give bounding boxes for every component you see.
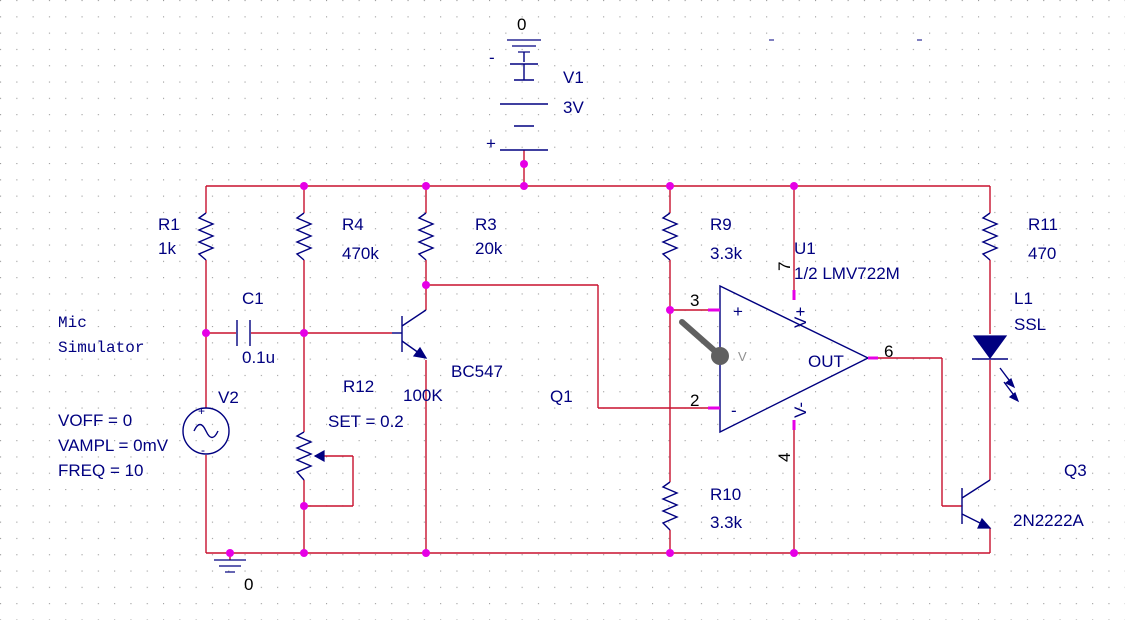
v2-plus-sign: + [198,404,205,418]
opamp-vneg-label: V- [791,402,810,418]
resistor-r9[interactable]: R9 3.3k [661,212,743,263]
opamp-plus-sign: + [733,302,743,321]
r3-name: R3 [475,215,497,234]
junction-nodes [202,160,798,557]
l1-name: L1 [1014,289,1033,308]
opamp-vpos-label: V+ [791,307,810,328]
r10-name: R10 [710,485,741,504]
r11-name: R11 [1028,215,1058,234]
opamp-out-label: OUT [808,352,844,371]
r10-value: 3.3k [710,513,743,532]
resistor-r3[interactable]: R3 20k [417,212,503,261]
q3-name: Q3 [1064,461,1087,480]
r12-value: 100K [403,386,443,405]
bottom-ground-label: 0 [244,575,253,594]
r12-name: R12 [343,377,374,396]
opamp-pin-6: 6 [884,342,893,361]
r4-value: 470k [342,244,379,263]
potentiometer-r12[interactable]: R12 100K SET = 0.2 [295,377,443,481]
pin-stubs [708,290,878,430]
opamp-minus-sign: - [731,401,737,420]
c1-name: C1 [242,289,264,308]
v2-voff: VOFF = 0 [58,411,132,430]
r12-set: SET = 0.2 [328,412,404,431]
mic-simulator-line2: Simulator [58,339,144,357]
resistor-r4[interactable]: R4 470k [295,212,379,263]
top-ground-symbol[interactable]: 0 [507,15,541,62]
v2-minus-sign: - [201,443,205,457]
u1-model: 1/2 LMV722M [794,264,900,283]
resistor-r1[interactable]: R1 1k [158,212,215,261]
capacitor-c1[interactable]: C1 0.1u [236,289,275,367]
r1-value: 1k [158,239,176,258]
v1-name: V1 [563,68,584,87]
v2-vampl: VAMPL = 0mV [58,436,169,455]
r11-value: 470 [1028,244,1056,263]
q1-name: Q1 [550,387,573,406]
v2-freq: FREQ = 10 [58,461,144,480]
r4-name: R4 [342,215,364,234]
resistor-r10[interactable]: R10 3.3k [661,481,743,532]
q3-model: 2N2222A [1013,511,1085,530]
q1-model: BC547 [451,362,503,381]
opamp-u1[interactable]: + - OUT V+ V- 3 2 6 7 4 U1 1/2 LMV722M [690,239,900,462]
r3-value: 20k [475,239,503,258]
battery-v1[interactable]: - + V1 3V [486,48,584,153]
c1-value: 0.1u [242,348,275,367]
r9-value: 3.3k [710,244,743,263]
opamp-pin-2: 2 [690,391,699,410]
bottom-ground-symbol[interactable]: 0 [214,559,253,594]
top-ground-label: 0 [517,15,526,34]
opamp-pin-4: 4 [775,453,794,462]
probe-label: V [738,349,747,364]
resistor-r11[interactable]: R11 470 [981,212,1058,263]
opamp-pin-3: 3 [690,291,699,310]
v2-name: V2 [218,388,239,407]
led-l1[interactable]: L1 SSL [972,289,1046,403]
v1-plus-sign: + [486,134,496,153]
sine-source-v2[interactable]: + - V2 Mic Simulator VOFF = 0 VAMPL = 0m… [58,314,239,480]
u1-name: U1 [794,239,816,258]
r9-name: R9 [710,215,732,234]
voltage-probe[interactable]: V [679,319,747,365]
mic-simulator-line1: Mic [58,314,87,332]
v1-minus-sign: - [489,48,495,67]
r1-name: R1 [158,215,180,234]
l1-model: SSL [1014,315,1046,334]
opamp-pin-7: 7 [775,262,794,271]
v1-value: 3V [563,98,584,117]
transistor-q1[interactable]: BC547 Q1 [392,309,573,406]
transistor-q3[interactable]: Q3 2N2222A [961,461,1087,530]
